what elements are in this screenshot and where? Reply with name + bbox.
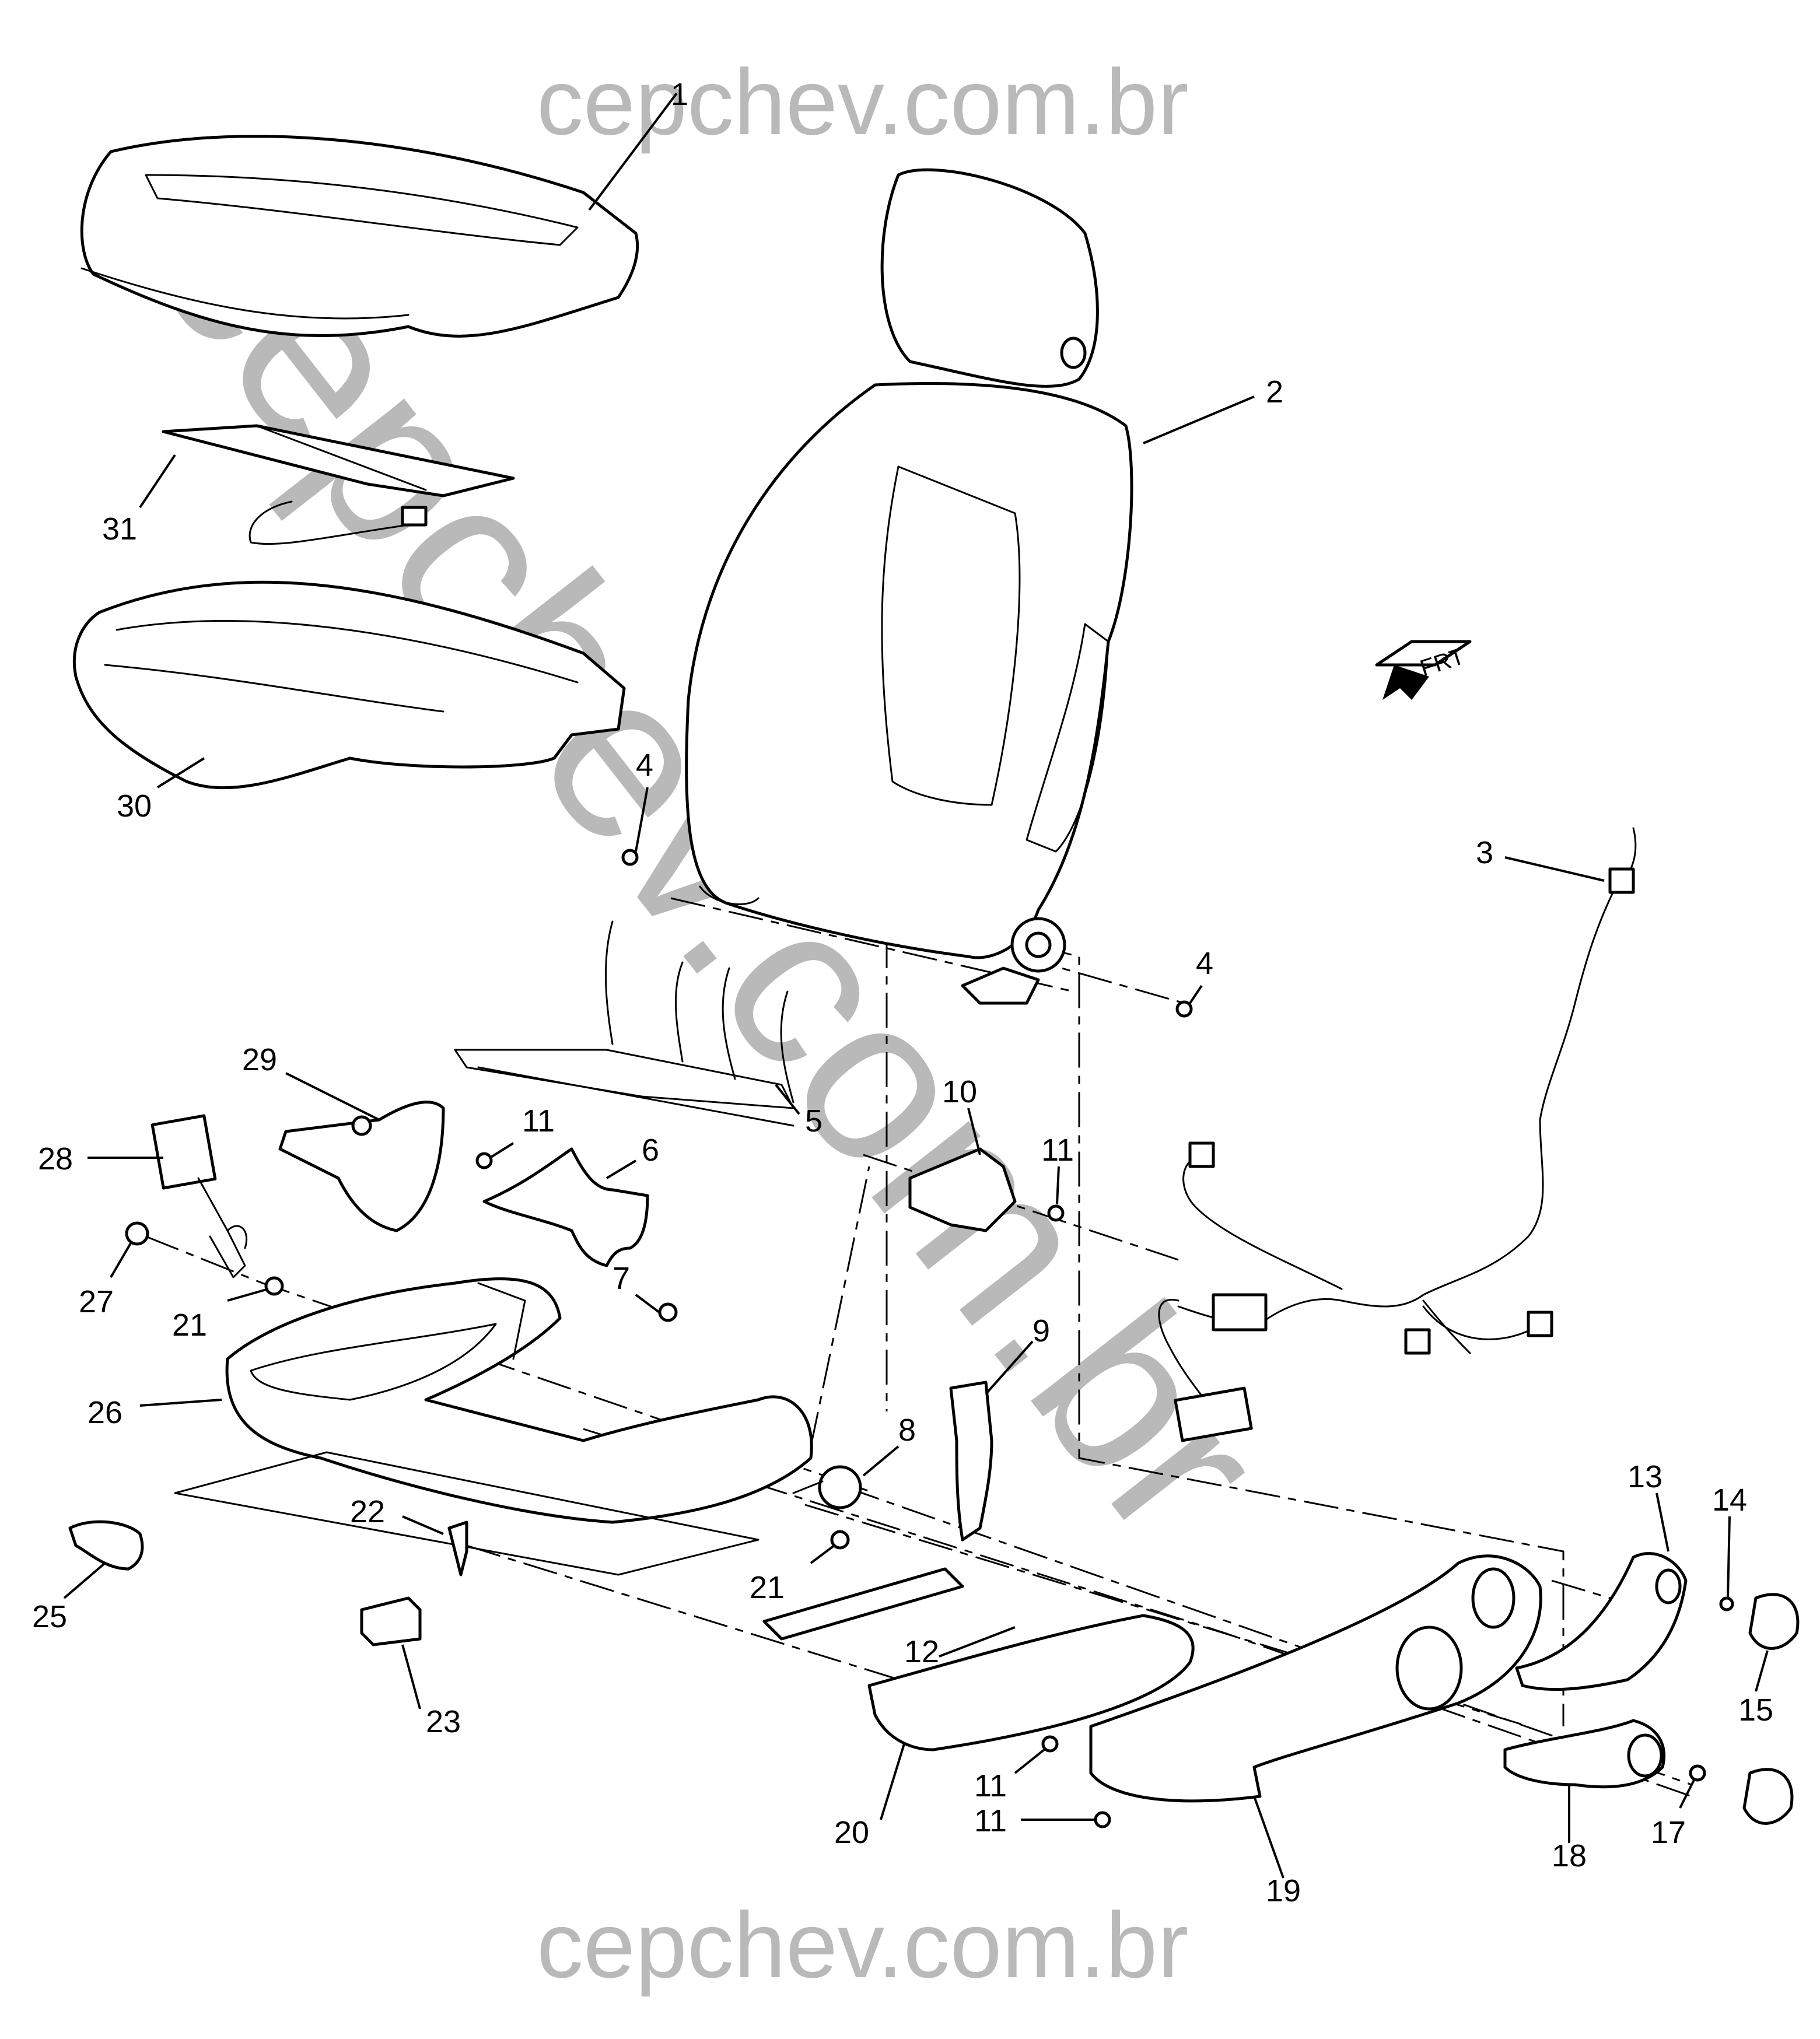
seat-belt-buckle — [150, 1114, 248, 1278]
callout-22: 22 — [350, 1494, 385, 1529]
callout-11d: 11 — [974, 1803, 1007, 1838]
track-bolt — [447, 1521, 468, 1576]
recliner-shield — [482, 1147, 649, 1267]
callout-1: 1 — [671, 77, 688, 112]
callout-27: 27 — [79, 1284, 114, 1319]
callout-labels: 1 2 3 4 4 5 6 7 8 9 10 11 11 11 11 12 13… — [32, 77, 1773, 1908]
height-adjuster-lever — [949, 1381, 993, 1541]
inner-trim-panel — [867, 1614, 1195, 1751]
seat-cushion-pad — [72, 580, 626, 790]
recliner-actuator — [792, 1465, 862, 1509]
callout-3: 3 — [1476, 835, 1493, 870]
recliner-cover-lower — [1503, 1719, 1666, 1789]
callout-5: 5 — [805, 1103, 822, 1138]
callout-13: 13 — [1628, 1459, 1662, 1494]
callout-8: 8 — [898, 1413, 916, 1448]
seat-side-cover — [278, 1101, 445, 1232]
wiring-harness — [1158, 827, 1637, 1442]
callout-14: 14 — [1712, 1483, 1747, 1518]
callout-21a: 21 — [172, 1308, 207, 1343]
watermark-top: cepchev.com.br — [537, 50, 1189, 154]
callout-21b: 21 — [750, 1570, 785, 1605]
callout-2: 2 — [1266, 374, 1283, 409]
callout-9: 9 — [1032, 1313, 1050, 1348]
track-cover — [360, 1596, 422, 1646]
seat-cushion-cover — [80, 135, 639, 338]
callout-15: 15 — [1738, 1693, 1773, 1728]
callout-19: 19 — [1266, 1873, 1301, 1908]
callout-10: 10 — [942, 1074, 977, 1109]
occupant-sensor-mat — [162, 424, 515, 545]
outer-trim-panel — [1089, 1554, 1542, 1803]
callout-18: 18 — [1552, 1838, 1587, 1873]
callout-11b: 11 — [1041, 1133, 1074, 1168]
callout-12: 12 — [904, 1634, 939, 1669]
callout-31: 31 — [102, 511, 137, 546]
seat-frame — [174, 1277, 813, 1576]
callout-28: 28 — [38, 1141, 73, 1176]
seatback-springs — [454, 920, 794, 1127]
bracket-assembly — [908, 1147, 1017, 1232]
callout-4b: 4 — [1196, 946, 1213, 981]
callout-30: 30 — [117, 789, 152, 824]
callout-29: 29 — [242, 1042, 277, 1077]
callout-26: 26 — [88, 1395, 123, 1430]
front-direction-indicator: FRT — [1375, 640, 1472, 700]
callout-6: 6 — [642, 1133, 659, 1168]
callout-20: 20 — [834, 1815, 869, 1850]
watermark-bottom: cepchev.com.br — [537, 1893, 1189, 1997]
callout-17: 17 — [1651, 1815, 1686, 1850]
leader-lines — [63, 92, 1769, 1879]
callout-11c: 11 — [974, 1768, 1007, 1803]
callout-7: 7 — [612, 1261, 630, 1296]
seat-adjuster-handle — [68, 1520, 144, 1571]
callout-23: 23 — [426, 1704, 461, 1739]
seatback-assembly — [685, 168, 1133, 1005]
recliner-cover-upper — [1515, 1552, 1688, 1691]
callout-11a: 11 — [522, 1103, 555, 1138]
callout-25: 25 — [32, 1599, 67, 1634]
fasteners — [125, 849, 1800, 1828]
callout-4a: 4 — [636, 748, 653, 783]
adjuster-rod — [762, 1567, 964, 1641]
